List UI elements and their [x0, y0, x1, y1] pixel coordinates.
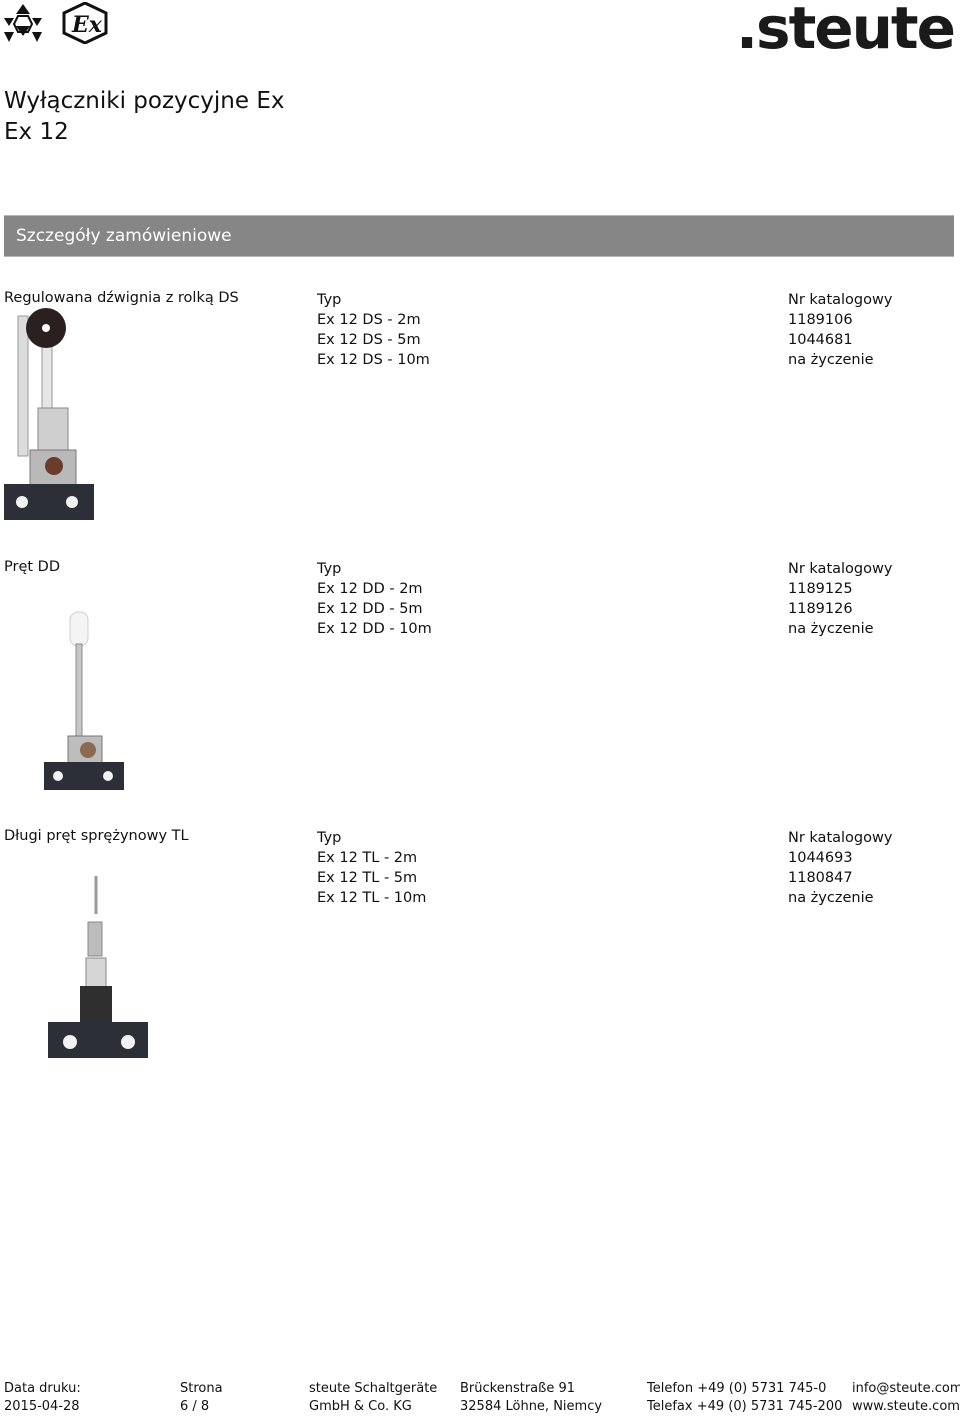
catalog-value: 1189126 [788, 601, 853, 617]
footer-phone: Telefon +49 (0) 5731 745-0 Telefax +49 (… [647, 1380, 842, 1415]
page-title-line2: Ex 12 [4, 119, 69, 145]
brand-logo: .steute [736, 0, 956, 62]
type-column: Typ Ex 12 DD - 2m Ex 12 DD - 5m Ex 12 DD… [317, 559, 432, 639]
type-column: Typ Ex 12 TL - 2m Ex 12 TL - 5m Ex 12 TL… [317, 828, 426, 908]
type-column: Typ Ex 12 DS - 2m Ex 12 DS - 5m Ex 12 DS… [317, 290, 430, 370]
type-header: Typ [317, 830, 342, 846]
ex-mark-icon: Ex [62, 1, 108, 45]
catalog-value: 1180847 [788, 870, 853, 886]
page-label: Strona [180, 1381, 223, 1396]
email-link[interactable]: info@steute.com [852, 1381, 960, 1396]
catalog-column: Nr katalogowy 1189125 1189126 na życzeni… [788, 559, 892, 639]
footer-address: Brückenstraße 91 32584 Löhne, Niemcy [460, 1380, 602, 1415]
product-name: Regulowana dźwignia z rolką DS [4, 290, 239, 306]
footer-company: steute Schaltgeräte GmbH & Co. KG [309, 1380, 437, 1415]
phone: Telefon +49 (0) 5731 745-0 [647, 1381, 827, 1396]
product-name: Długi pręt sprężynowy TL [4, 828, 189, 844]
product-image-spring-rod [48, 876, 148, 1058]
catalog-value: na życzenie [788, 621, 874, 637]
atex-hexagon-icon [4, 4, 42, 42]
type-value: Ex 12 TL - 10m [317, 890, 427, 906]
type-value: Ex 12 DS - 2m [317, 312, 421, 328]
type-value: Ex 12 DS - 5m [317, 332, 421, 348]
certification-logos [2, 2, 114, 46]
catalog-value: 1044693 [788, 850, 853, 866]
type-header: Typ [317, 292, 342, 308]
fax: Telefax +49 (0) 5731 745-200 [647, 1398, 843, 1414]
type-value: Ex 12 TL - 5m [317, 870, 418, 886]
type-value: Ex 12 TL - 2m [317, 850, 418, 866]
page-number: 6 / 8 [180, 1398, 210, 1414]
catalog-column: Nr katalogowy 1189106 1044681 na życzeni… [788, 290, 892, 370]
page-title-line1: Wyłączniki pozycyjne Ex [4, 88, 285, 114]
street: Brückenstraße 91 [460, 1381, 575, 1396]
catalog-value: 1189106 [788, 312, 853, 328]
product-image-roller-lever [4, 308, 94, 520]
catalog-header: Nr katalogowy [788, 292, 893, 308]
section-header: Szczegóły zamówieniowe [4, 215, 954, 257]
page-title: Wyłączniki pozycyjne Ex Ex 12 [4, 86, 284, 148]
type-value: Ex 12 DD - 2m [317, 581, 423, 597]
product-name: Pręt DD [4, 559, 60, 575]
product-image-rod [44, 611, 124, 790]
company-line2: GmbH & Co. KG [309, 1398, 412, 1414]
footer-print-date: Data druku: 2015-04-28 [4, 1380, 81, 1415]
website-link[interactable]: www.steute.com [852, 1398, 960, 1414]
catalog-column: Nr katalogowy 1044693 1180847 na życzeni… [788, 828, 892, 908]
type-value: Ex 12 DD - 5m [317, 601, 423, 617]
catalog-value: 1044681 [788, 332, 853, 348]
type-value: Ex 12 DS - 10m [317, 352, 430, 368]
catalog-header: Nr katalogowy [788, 561, 893, 577]
city: 32584 Löhne, Niemcy [460, 1398, 603, 1414]
print-date: 2015-04-28 [4, 1398, 80, 1414]
catalog-value: 1189125 [788, 581, 853, 597]
catalog-value: na życzenie [788, 352, 874, 368]
type-header: Typ [317, 561, 342, 577]
type-value: Ex 12 DD - 10m [317, 621, 432, 637]
svg-text:Ex: Ex [71, 12, 103, 38]
section-heading: Szczegóły zamówieniowe [16, 226, 232, 246]
footer-page: Strona 6 / 8 [180, 1380, 223, 1415]
footer-contact: info@steute.com www.steute.com [852, 1380, 960, 1415]
print-date-label: Data druku: [4, 1381, 81, 1396]
catalog-value: na życzenie [788, 890, 874, 906]
catalog-header: Nr katalogowy [788, 830, 893, 846]
company-line1: steute Schaltgeräte [309, 1381, 438, 1396]
